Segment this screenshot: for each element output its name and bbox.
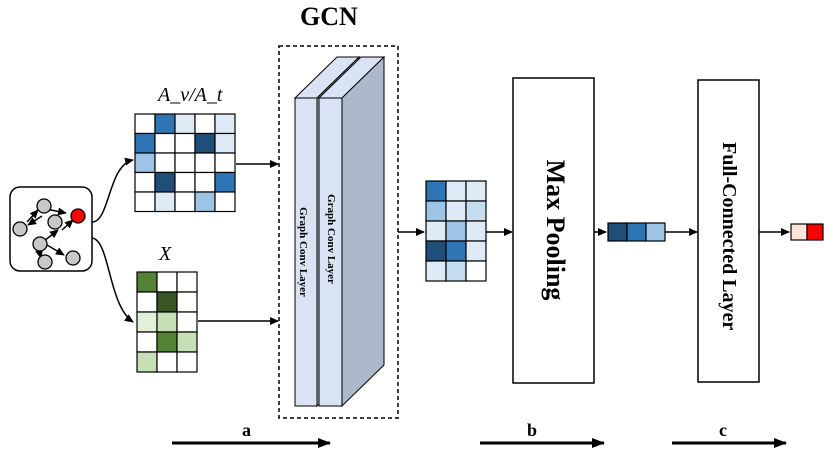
matrix-cell	[136, 271, 158, 293]
matrix-cell	[445, 200, 467, 222]
matrix-cell	[136, 291, 158, 313]
matrix-cell	[790, 223, 808, 241]
matrix-cell	[194, 152, 216, 174]
matrix-cell	[174, 113, 196, 135]
matrix-cell	[806, 223, 824, 241]
adjacency-label: A_v/A_t	[158, 84, 223, 106]
matrix-cell	[156, 331, 178, 353]
graph-node	[36, 198, 52, 214]
max-pooling-label: Max Pooling	[541, 159, 570, 301]
graph-node	[47, 214, 63, 230]
feature-matrix	[136, 271, 198, 373]
full-connected-block	[697, 79, 760, 383]
input-graph-frame	[9, 186, 93, 272]
matrix-cell	[194, 171, 216, 193]
matrix-cell	[176, 271, 198, 293]
matrix-cell	[154, 113, 176, 135]
matrix-cell	[626, 222, 647, 242]
matrix-cell	[154, 152, 176, 174]
gcn-title: GCN	[300, 2, 358, 31]
matrix-cell	[156, 271, 178, 293]
graph-node	[37, 254, 53, 270]
matrix-cell	[425, 180, 447, 202]
matrix-cell	[194, 132, 216, 154]
graph-edge	[43, 229, 59, 242]
step-c-label: c	[719, 420, 727, 440]
matrix-cell	[214, 132, 236, 154]
matrix-cell	[156, 311, 178, 333]
matrix-cell	[645, 222, 666, 242]
input-graph	[9, 186, 93, 272]
matrix-cell	[156, 291, 178, 313]
matrix-cell	[154, 171, 176, 193]
graph-node	[65, 250, 81, 266]
matrix-cell	[465, 200, 487, 222]
graph-edge	[27, 215, 43, 226]
matrix-cell	[174, 132, 196, 154]
matrix-cell	[465, 180, 487, 202]
graph-nodes	[12, 198, 86, 270]
graph-to-adjacency-arrow	[91, 157, 134, 223]
adjacency-matrix	[134, 113, 236, 213]
matrix-cell	[174, 191, 196, 213]
matrix-cell	[154, 132, 176, 154]
matrix-cell	[214, 171, 236, 193]
matrix-cell	[154, 191, 176, 213]
output-vector	[790, 223, 824, 241]
graph-conv-layer-2	[317, 55, 386, 408]
graph-conv-layer-2-label: Graph Conv Layer	[325, 194, 337, 284]
matrix-cell	[176, 291, 198, 313]
pooled-vector	[607, 222, 666, 242]
matrix-cell	[176, 331, 198, 353]
matrix-cell	[214, 152, 236, 174]
graph-conv-layer-1-label: Graph Conv Layer	[297, 207, 309, 297]
matrix-cell	[194, 191, 216, 213]
matrix-cell	[156, 351, 178, 373]
matrix-cell	[425, 220, 447, 242]
graph-node	[32, 236, 48, 252]
step-b-label: b	[527, 420, 538, 440]
matrix-cell	[445, 240, 467, 262]
max-pooling-block	[512, 77, 595, 384]
matrix-cell	[134, 191, 156, 213]
matrix-cell	[176, 351, 198, 373]
matrix-cell	[134, 113, 156, 135]
graph-node	[12, 221, 28, 237]
matrix-cell	[214, 113, 236, 135]
matrix-cell	[445, 220, 467, 242]
matrix-cell	[134, 171, 156, 193]
features-label: X	[159, 243, 172, 265]
full-connected-label: Full-Connected Layer	[718, 142, 740, 331]
matrix-cell	[136, 351, 158, 373]
matrix-cell	[174, 152, 196, 174]
matrix-cell	[136, 331, 158, 353]
gcn-output-matrix	[425, 180, 487, 282]
matrix-cell	[174, 171, 196, 193]
matrix-cell	[465, 260, 487, 282]
matrix-cell	[425, 240, 447, 262]
step-a-label: a	[242, 420, 251, 440]
matrix-cell	[176, 311, 198, 333]
graph-to-features-arrow	[91, 237, 134, 323]
matrix-cell	[136, 311, 158, 333]
matrix-cell	[465, 240, 487, 262]
graph-edge	[61, 219, 74, 231]
matrix-cell	[214, 191, 236, 213]
graph-node	[70, 208, 86, 224]
matrix-cell	[465, 220, 487, 242]
matrix-cell	[425, 200, 447, 222]
matrix-cell	[134, 132, 156, 154]
matrix-cell	[445, 260, 467, 282]
matrix-cell	[194, 113, 216, 135]
matrix-cell	[445, 180, 467, 202]
graph-edge	[46, 244, 65, 256]
matrix-cell	[425, 260, 447, 282]
matrix-cell	[607, 222, 628, 242]
matrix-cell	[134, 152, 156, 174]
